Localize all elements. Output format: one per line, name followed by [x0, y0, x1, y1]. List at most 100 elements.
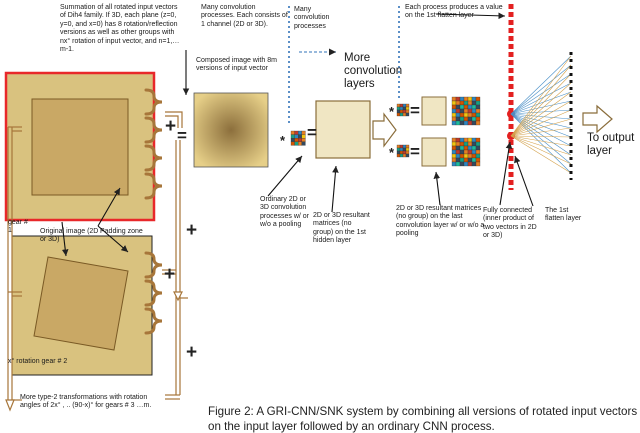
convolution-star: *: [389, 145, 395, 160]
connection-line: [510, 135, 572, 138]
grid-cell: [471, 96, 477, 102]
grid-cell: [405, 109, 410, 114]
resultant-last-label: 2D or 3D resultant matrices (no group) o…: [396, 205, 485, 238]
grid-cell: [396, 144, 401, 149]
grid-cell: [451, 96, 457, 102]
grid-cell: [467, 157, 473, 163]
grid-cell: [405, 103, 410, 108]
connection-line: [510, 127, 572, 137]
grid-cell: [467, 149, 473, 155]
grid-cell: [402, 103, 407, 108]
grid-cell: [451, 100, 457, 106]
grid-cell: [463, 120, 469, 126]
grid-cell: [451, 149, 457, 155]
last-matrix-2: [421, 137, 447, 167]
grid-cell: [463, 137, 469, 143]
grid-cell: [463, 141, 469, 147]
grid-cell: [455, 96, 461, 102]
grid-cell: [405, 112, 410, 117]
grid-cell: [405, 147, 410, 152]
last-matrix-1: [421, 96, 447, 126]
grid-cell: [405, 144, 410, 149]
grid-cell: [455, 153, 461, 159]
connection-line: [510, 55, 572, 115]
grid-cell: [471, 141, 477, 147]
plus-sign: +: [186, 220, 198, 241]
connection-line: [510, 64, 572, 137]
grid-cell: [459, 137, 465, 143]
gear2-label: x° rotation gear # 2: [8, 358, 68, 365]
grid-cell: [475, 108, 481, 114]
grid-cell: [290, 138, 295, 142]
resultant1-label: 2D or 3D resultant matrices (no group) o…: [313, 212, 370, 245]
grid-cell: [475, 120, 481, 126]
grid-cell: [451, 112, 457, 118]
grid-cell: [471, 100, 477, 106]
grid-cell: [396, 153, 401, 158]
grid-cell: [459, 108, 465, 114]
grid-cell: [399, 112, 404, 117]
grid-cell: [294, 138, 299, 142]
grid-cell: [459, 157, 465, 163]
summation-label: Summation of all rotated input vectors o…: [60, 4, 180, 54]
grid-cell: [402, 112, 407, 117]
grid-cell: [396, 106, 401, 111]
grid-cell: [451, 141, 457, 147]
grid-cell: [455, 141, 461, 147]
gear2-image: [11, 235, 153, 376]
right-arrow-icon: [372, 112, 397, 148]
connection-line: [510, 91, 572, 137]
grid-cell: [451, 137, 457, 143]
grid-matrix-icon: [451, 96, 481, 126]
grid-cell: [459, 149, 465, 155]
grid-cell: [399, 144, 404, 149]
grid-cell: [455, 145, 461, 151]
more-conv-label: More convolution layers: [344, 52, 403, 90]
grid-cell: [467, 153, 473, 159]
connection-line: [510, 135, 572, 147]
grid-cell: [298, 134, 302, 139]
connection-line: [510, 113, 572, 156]
connection-line: [510, 118, 572, 137]
connection-line: [510, 135, 572, 165]
grid-cell: [290, 134, 295, 139]
grid-cell: [455, 120, 461, 126]
grid-cell: [467, 161, 473, 167]
grid-cell: [451, 116, 457, 122]
grid-cell: [471, 104, 477, 110]
grid-cell: [471, 161, 477, 167]
grid-cell: [475, 116, 481, 122]
grid-cell: [455, 116, 461, 122]
grid-cell: [455, 157, 461, 163]
grid-cell: [402, 147, 407, 152]
grid-cell: [405, 153, 410, 158]
grid-cell: [399, 147, 404, 152]
connection-line: [510, 91, 572, 115]
fully-connected-lines: [510, 55, 572, 174]
grid-cell: [396, 147, 401, 152]
connection-line: [510, 113, 572, 120]
dotted-lines: [288, 6, 400, 125]
grid-cell: [463, 153, 469, 159]
grid-cell: [451, 120, 457, 126]
grid-cell: [467, 104, 473, 110]
grid-cell: [402, 144, 407, 149]
grid-cell: [455, 137, 461, 143]
grid-cell: [451, 108, 457, 114]
grid-cell: [471, 120, 477, 126]
equals-sign: =: [177, 126, 187, 145]
grid-cell: [471, 112, 477, 118]
ordinary-conv-label: Ordinary 2D or 3D convolution processes …: [260, 196, 310, 229]
convolution-star: *: [280, 133, 286, 148]
connection-line: [510, 82, 572, 137]
grid-cell: [301, 130, 306, 135]
composed-label: Composed image with 8m versions of input…: [196, 57, 277, 73]
grid-matrix-icon: [290, 130, 306, 146]
connection-line: [510, 64, 572, 115]
grid-cell: [451, 145, 457, 151]
grid-cell: [463, 112, 469, 118]
grid-cell: [294, 134, 299, 139]
connection-line: [510, 73, 572, 115]
equals-sign: =: [410, 142, 420, 161]
